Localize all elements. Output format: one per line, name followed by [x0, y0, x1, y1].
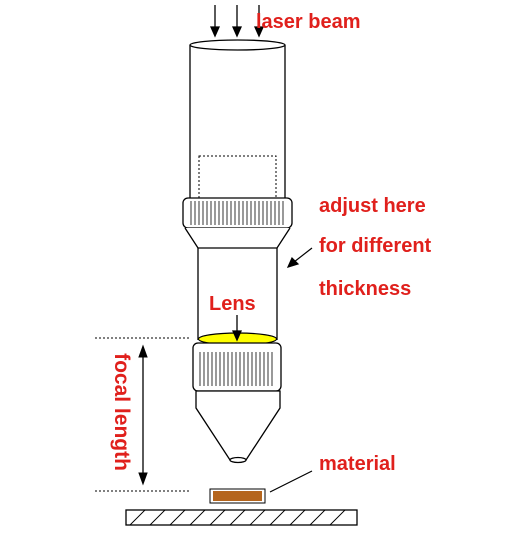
lens-arrow [231, 315, 243, 342]
laser-beam-label: laser beam [256, 11, 361, 33]
adjust-label-line3: thickness [319, 278, 411, 300]
adjust-label-line2: for different [319, 235, 432, 257]
holder-knurling [199, 352, 273, 386]
work-table [125, 509, 358, 526]
collar-knurling [190, 201, 284, 225]
adjust-label-line1: adjust here [319, 195, 426, 217]
lower-tube [197, 248, 278, 340]
lens-label: Lens [209, 293, 256, 315]
adjust-arrow [286, 247, 313, 268]
focal-length-indicator [95, 337, 190, 492]
material-label: material [319, 453, 396, 475]
focal-arrow-up [138, 344, 148, 358]
material-pointer [269, 470, 313, 493]
laser-beam-arrows [209, 5, 265, 38]
focal-arrow-down [138, 472, 148, 486]
nozzle-holder [192, 342, 282, 392]
focal-length-label: focal length [110, 353, 133, 471]
adjustment-collar [182, 197, 293, 249]
material-piece [209, 488, 266, 504]
upper-tube [189, 39, 286, 199]
nozzle [195, 390, 281, 464]
